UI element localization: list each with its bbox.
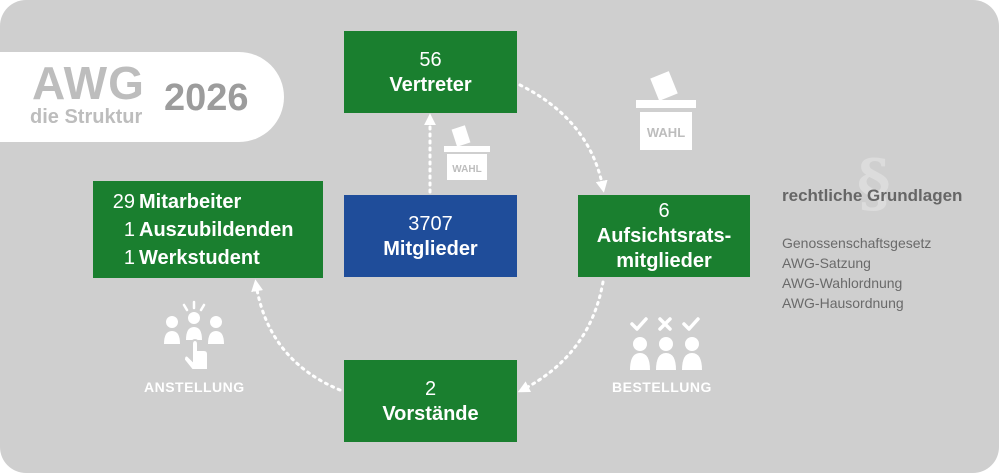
row-count: 1 (123, 218, 135, 241)
arrow-aufsichtsrat-to-vorstaende (517, 280, 605, 393)
ballot-label-large: WAHL (647, 125, 685, 140)
row-label: Mitarbeiter (139, 190, 242, 213)
title-subtitle: die Struktur (30, 106, 143, 128)
ballot-box-icon: WAHL (636, 71, 696, 150)
aufsichtsrat-count: 6 (658, 200, 670, 222)
voting-people-icon (630, 317, 702, 370)
vertreter-label: Vertreter (389, 73, 472, 96)
employee-selection-icon (164, 300, 224, 371)
arrow-vertreter-to-aufsichtsrat (518, 83, 608, 193)
arrow-vorstaende-to-mitarbeiter (251, 279, 342, 392)
title-year: 2026 (164, 77, 249, 119)
legal-heading: rechtliche Grundlagen (782, 186, 963, 205)
box-vertreter: 56 Vertreter (344, 31, 517, 113)
row-label: Auszubildenden (139, 218, 294, 241)
legal-item: Genossenschaftsgesetz (782, 235, 932, 251)
row-count: 1 (123, 246, 135, 269)
title-main: AWG (32, 57, 145, 109)
caption-bestellung: BESTELLUNG (612, 379, 712, 395)
paragraph-icon: § (857, 146, 891, 221)
ballot-label-small: WAHL (452, 164, 481, 175)
aufsichtsrat-label-line1: Aufsichtsrats- (596, 225, 732, 247)
aufsichtsrat-label-line2: mitglieder (616, 250, 712, 272)
row-count: 29 (112, 190, 135, 213)
mitglieder-label: Mitglieder (383, 237, 478, 260)
box-vorstaende: 2 Vorstände (344, 360, 517, 442)
legal-item: AWG-Satzung (782, 255, 871, 271)
vorstaende-count: 2 (424, 377, 437, 400)
legal-item: AWG-Wahlordnung (782, 275, 903, 291)
mitglieder-count: 3707 (408, 212, 453, 235)
row-label: Werkstudent (139, 246, 260, 269)
legal-item: AWG-Hausordnung (782, 295, 904, 311)
box-aufsichtsrat: 6 Aufsichtsrats- mitglieder (578, 195, 750, 277)
vorstaende-label: Vorstände (382, 402, 479, 425)
vertreter-count: 56 (419, 48, 442, 71)
box-mitglieder: 3707 Mitglieder (344, 195, 517, 277)
ballot-box-icon: WAHL (444, 125, 490, 180)
caption-anstellung: ANSTELLUNG (144, 379, 245, 395)
title-pill (0, 52, 284, 142)
